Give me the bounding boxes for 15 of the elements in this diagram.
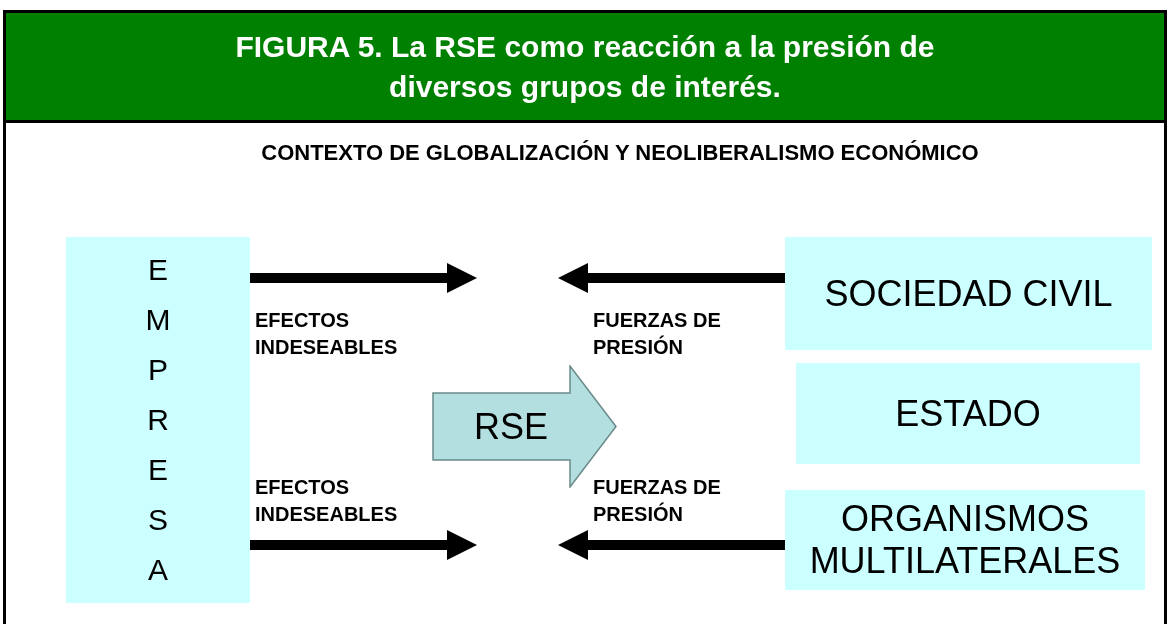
title: FIGURA 5. La RSE como reacción a la presión de diversos grupos de interés. <box>234 28 936 105</box>
stakeholder-box <box>785 237 1152 350</box>
arrow <box>250 530 477 560</box>
node-text: ESTADO <box>895 392 1041 435</box>
stakeholder-box <box>785 490 1145 590</box>
arrow <box>250 263 477 293</box>
arrow <box>558 530 785 560</box>
node-text: ORGANISMOS MULTILATERALES <box>808 498 1122 582</box>
context-heading: CONTEXTO DE GLOBALIZACIÓN Y NEOLIBERALISMO ECONÓMICO <box>260 139 980 167</box>
node-text: EMPRESA <box>144 252 172 588</box>
stakeholder-box <box>66 237 250 603</box>
node-text: SOCIEDAD CIVIL <box>824 272 1113 315</box>
stakeholder-box <box>796 363 1140 464</box>
node-text: RSE <box>474 405 549 448</box>
arrow <box>558 263 785 293</box>
